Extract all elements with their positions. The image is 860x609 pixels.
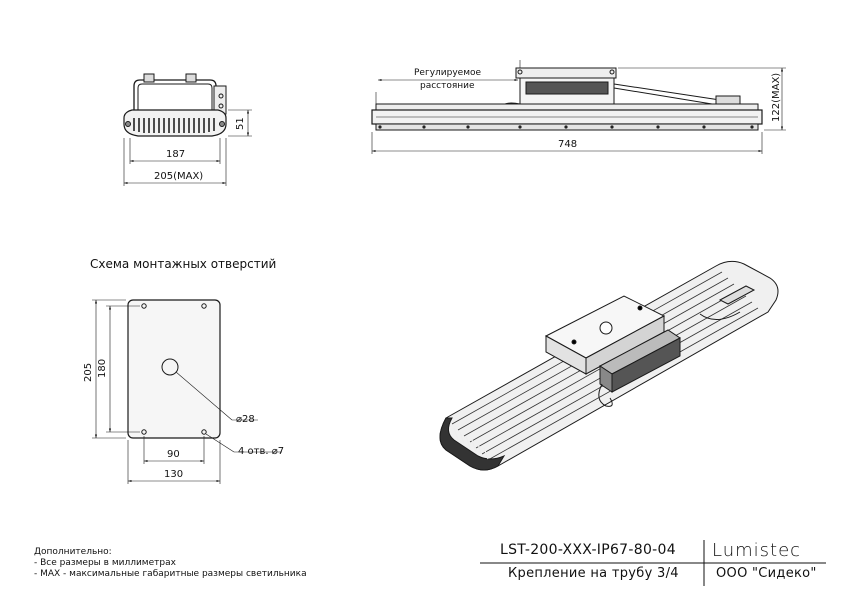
side-view — [123, 73, 252, 186]
company-name: ООО "Сидеко" — [716, 566, 817, 581]
holes-label: 4 отв. ⌀7 — [238, 446, 285, 457]
holes-count: 4 отв. — [238, 446, 269, 457]
dim-187-label: 187 — [166, 149, 186, 160]
notes-line-1: - Все размеры в миллиметрах — [34, 558, 176, 568]
dim-748-label: 748 — [558, 139, 578, 150]
notes-line-2: - MAX - максимальные габаритные размеры … — [34, 569, 307, 579]
mount-description: Крепление на трубу 3/4 — [508, 566, 679, 581]
adjustable-distance-label-2: расстояние — [420, 81, 475, 91]
dim-130-label: 130 — [164, 469, 184, 480]
hole-diameter-label: ⌀28 — [236, 414, 255, 425]
brand-logo: Lumistec — [712, 540, 802, 561]
mounting-title: Схема монтажных отверстий — [90, 257, 277, 271]
isometric-view — [439, 260, 779, 471]
notes: Дополнительно: - Все размеры в миллиметр… — [34, 547, 307, 580]
front-view — [371, 60, 786, 154]
notes-heading: Дополнительно: — [34, 547, 112, 557]
dim-205max-label: 205(MAX) — [154, 171, 204, 182]
hole-diameter-value: 28 — [242, 414, 255, 425]
dim-90-label: 90 — [167, 449, 180, 460]
adjustable-distance-label-1: Регулируемое — [414, 68, 482, 78]
model-code: LST-200-XXX-IP67-80-04 — [500, 542, 676, 558]
holes-dia: 7 — [277, 446, 285, 457]
mounting-plate — [92, 299, 282, 484]
